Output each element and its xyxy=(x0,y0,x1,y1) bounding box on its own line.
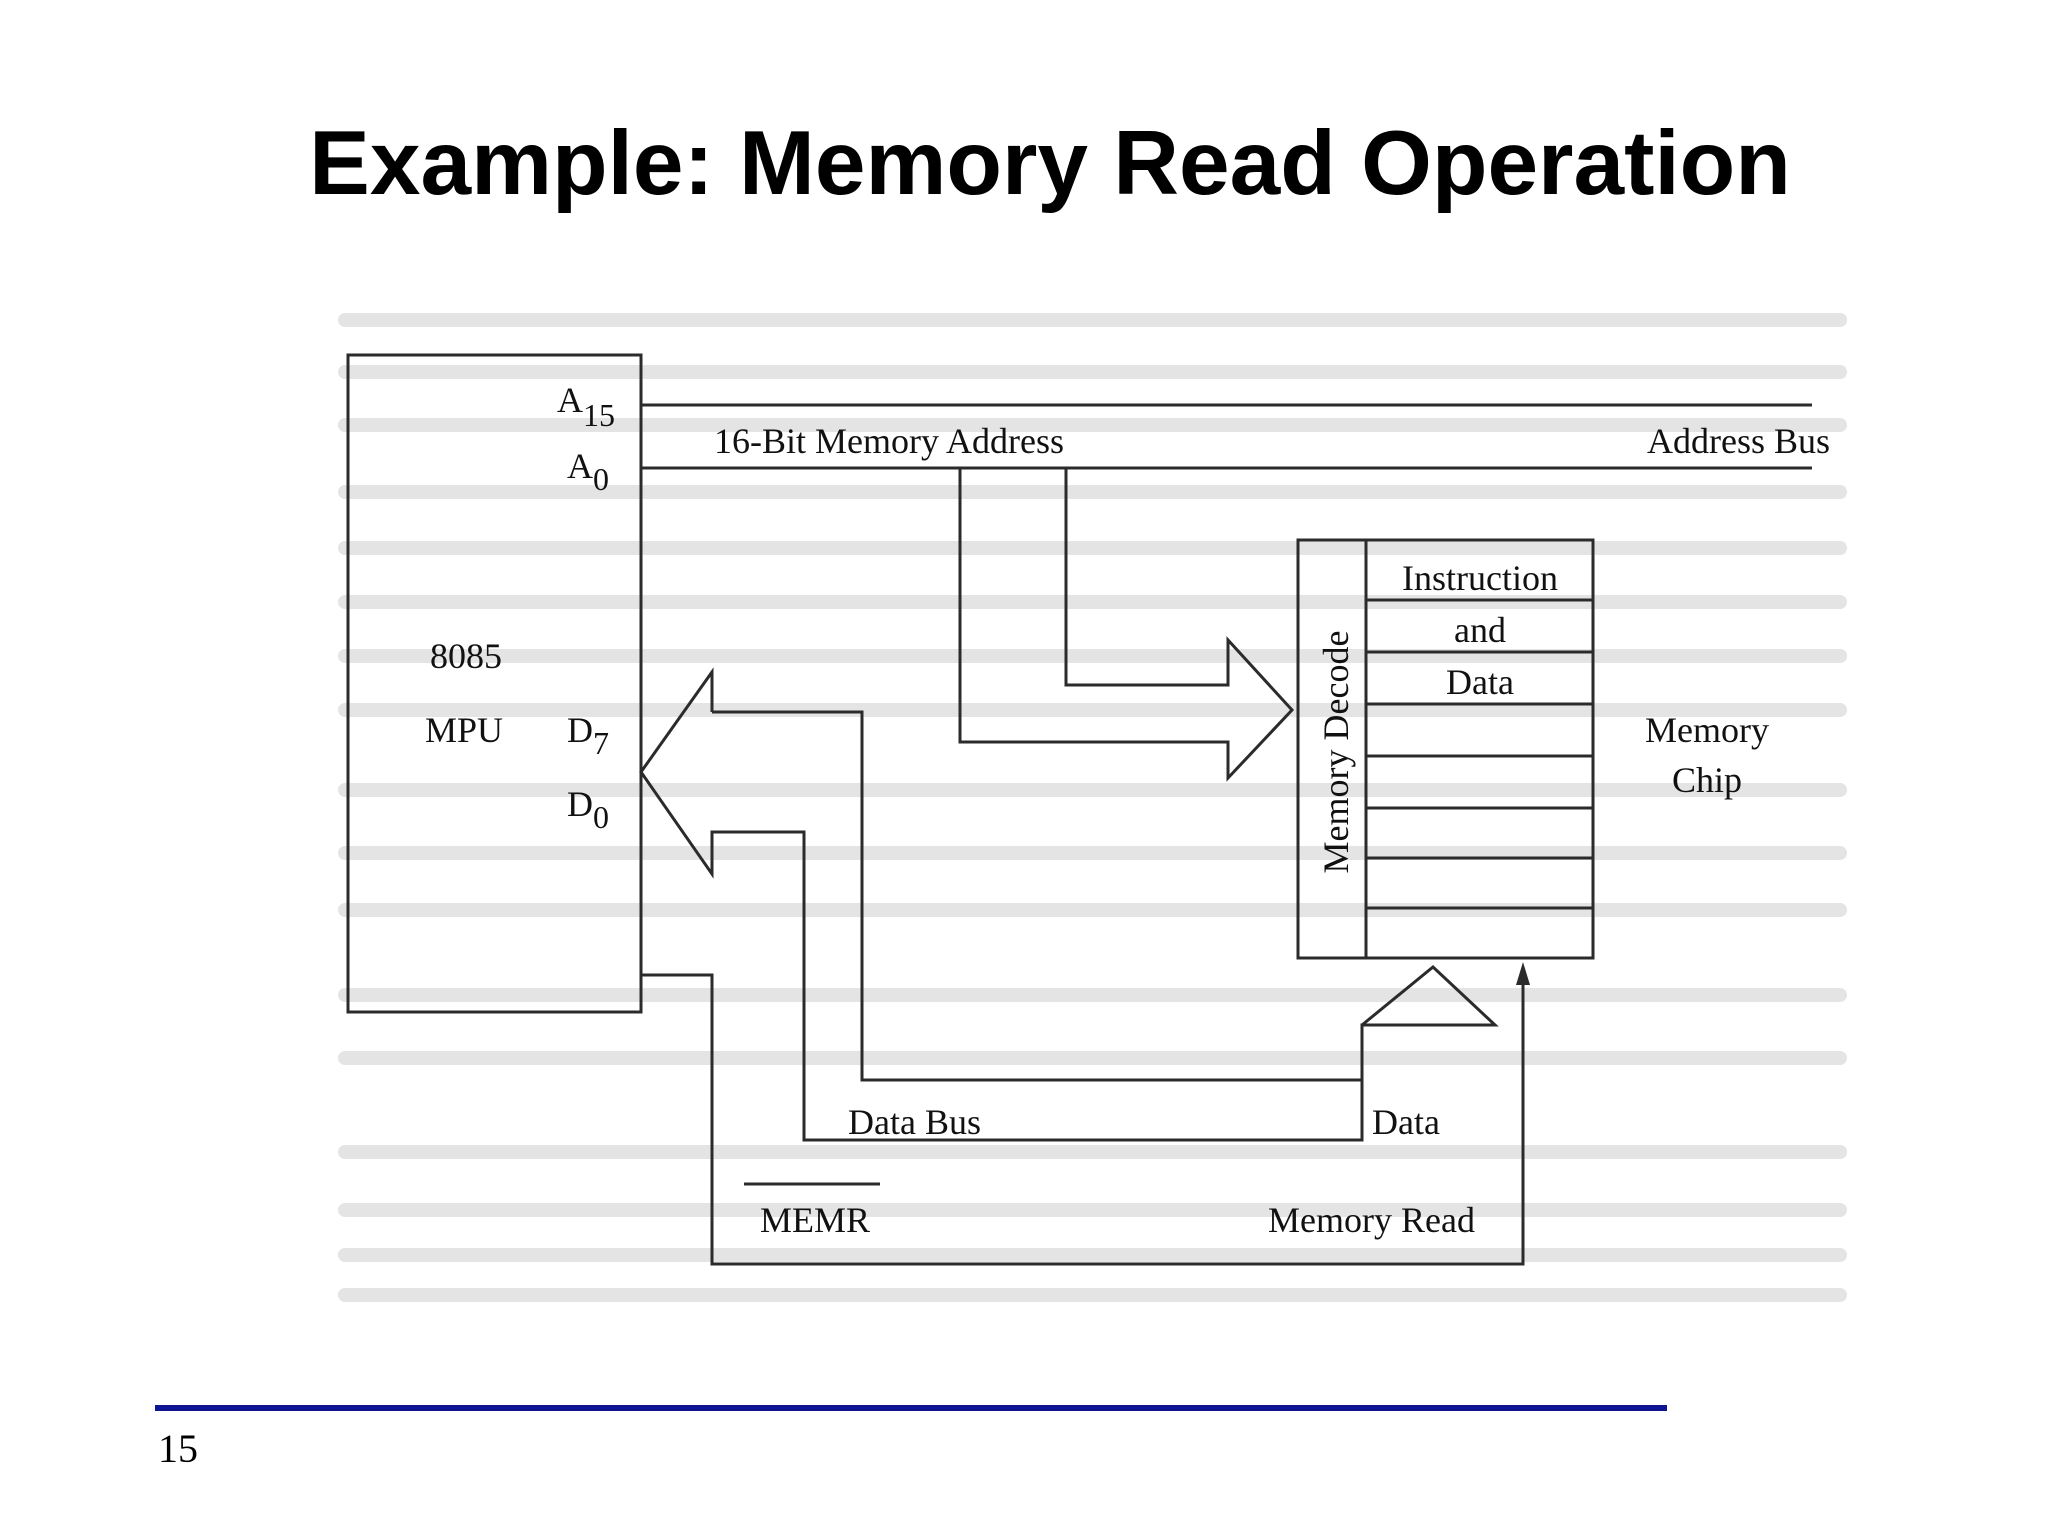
pin-a15-sub: 15 xyxy=(583,397,615,433)
memr-line xyxy=(641,973,1525,1266)
memory-chip-box xyxy=(1296,538,1595,960)
memory-chip-label-1: Memory xyxy=(1645,710,1769,750)
memr-arrow-head xyxy=(1516,962,1530,985)
instruction-label-3: Data xyxy=(1446,662,1514,702)
data-bus-label: Data Bus xyxy=(848,1102,981,1142)
pin-d0-base: D xyxy=(567,784,593,824)
data-label: Data xyxy=(1372,1102,1440,1142)
address-label: 16-Bit Memory Address xyxy=(714,421,1064,461)
pin-d7-base: D xyxy=(567,710,593,750)
pin-d7-sub: 7 xyxy=(593,725,609,761)
pin-a15: A15 xyxy=(557,380,615,433)
data-bus-inner-line xyxy=(712,710,1364,1082)
memory-decode-label: Memory Decode xyxy=(1316,631,1356,874)
memory-cell-lines xyxy=(1366,598,1593,910)
pin-d7: D7 xyxy=(567,710,609,761)
slide-title: Example: Memory Read Operation xyxy=(309,113,1791,214)
mpu-box xyxy=(346,353,643,1014)
pin-a0-sub: 0 xyxy=(593,461,609,497)
mpu-label-8085: 8085 xyxy=(430,636,502,676)
pin-d0: D0 xyxy=(567,784,609,835)
address-bus-label: Address Bus xyxy=(1647,421,1830,461)
pin-d0-sub: 0 xyxy=(593,799,609,835)
data-bus-arrow xyxy=(639,667,1499,1142)
memr-label: MEMR xyxy=(760,1200,870,1240)
instruction-label-2: and xyxy=(1454,610,1506,650)
page-number: 15 xyxy=(158,1426,198,1471)
instruction-label-1: Instruction xyxy=(1402,558,1558,598)
scan-background xyxy=(335,300,1855,1302)
memory-read-label: Memory Read xyxy=(1268,1200,1475,1240)
pin-a0: A0 xyxy=(567,446,609,497)
mpu-label-mpu: MPU xyxy=(425,710,503,750)
address-arrow xyxy=(958,468,1295,782)
memory-chip-label-2: Chip xyxy=(1672,760,1742,800)
pin-a0-base: A xyxy=(567,446,593,486)
footer-divider xyxy=(155,1405,1667,1411)
pin-a15-base: A xyxy=(557,380,583,420)
